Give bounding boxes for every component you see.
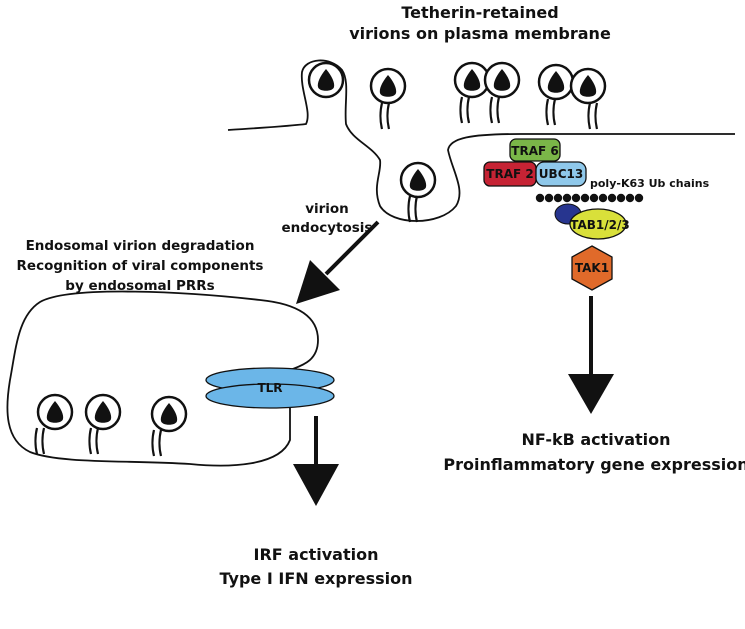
endocytosis-arrow: [296, 220, 380, 304]
endocytosis-label-1: virion: [305, 201, 349, 217]
endosome-label-1: Endosomal virion degradation: [26, 238, 255, 254]
tlr-label: TLR: [257, 381, 282, 395]
tak1-protein: TAK1: [571, 245, 613, 291]
virion-endocytosed: [399, 161, 437, 224]
ubc13-label: UBC13: [539, 167, 583, 181]
endosome-label-2: Recognition of viral components: [17, 258, 264, 274]
irf-label-1: IRF activation: [254, 545, 379, 564]
nfkb-label-2: Proinflammatory gene expression: [443, 455, 745, 474]
irf-label-2: Type I IFN expression: [220, 569, 413, 588]
ub-chain: [535, 193, 644, 203]
traf6-label: TRAF 6: [511, 144, 558, 158]
virion-membrane-3: [483, 61, 521, 125]
traf2-label: TRAF 2: [486, 167, 533, 181]
tab-complex: TAB1/2/3: [554, 203, 630, 240]
irf-arrow: [293, 416, 339, 506]
virion-membrane-4: [537, 63, 575, 127]
plasma-membrane: [227, 59, 735, 222]
ubc13-protein: UBC13: [535, 161, 587, 187]
ub-chains-label: poly-K63 Ub chains: [590, 177, 710, 190]
virion-membrane-2: [453, 61, 491, 125]
endocytosis-label-2: endocytosis: [282, 220, 373, 236]
traf6-protein: TRAF 6: [509, 138, 561, 162]
virion-budding: [307, 61, 345, 99]
tab-label: TAB1/2/3: [570, 218, 630, 232]
nfkb-arrow: [568, 296, 614, 414]
endosome: [6, 290, 319, 467]
virion-membrane-5: [569, 67, 607, 131]
title-line-2: virions on plasma membrane: [349, 24, 611, 43]
tlr-receptor: TLR: [205, 367, 335, 409]
virion-endosomal-2: [84, 393, 122, 456]
nfkb-label-1: NF-kB activation: [521, 430, 670, 449]
tak1-label: TAK1: [575, 261, 609, 275]
virion-membrane-1: [369, 67, 407, 131]
traf2-protein: TRAF 2: [483, 161, 537, 187]
endosome-label-3: by endosomal PRRs: [65, 278, 214, 294]
title-line-1: Tetherin-retained: [401, 3, 558, 22]
virion-endosomal-1: [34, 393, 74, 456]
virion-endosomal-3: [150, 395, 188, 458]
